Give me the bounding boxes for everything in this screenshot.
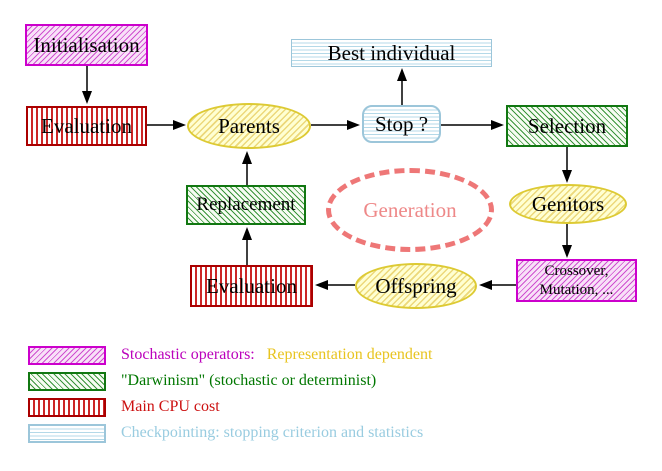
node-initialisation-label: Initialisation (33, 32, 140, 57)
legend-row-cpu: Main CPU cost (28, 397, 220, 417)
node-genitors-label: Genitors (531, 191, 605, 216)
node-genitors: Genitors (509, 184, 627, 224)
arrow-replacement-to-parents (242, 151, 252, 185)
legend-label-darwinism: "Darwinism" (stochastic or determinist) (121, 372, 377, 389)
node-parents-label: Parents (218, 113, 280, 138)
node-evaluation-top-label: Evaluation (41, 113, 132, 138)
node-replacement-label: Replacement (196, 194, 296, 216)
node-evaluation-bottom: Evaluation (190, 265, 313, 307)
crossover-line2: Mutation, ... (539, 281, 614, 298)
node-evaluation-bottom-label: Evaluation (206, 273, 297, 298)
node-evaluation-top: Evaluation (26, 106, 147, 146)
legend-row-stochastic: Stochastic operators: Representation dep… (28, 345, 432, 365)
arrow-offspring-to-evaluation (315, 280, 355, 290)
arrow-evaluation-to-parents (147, 120, 186, 130)
legend-swatch-checkpointing (28, 423, 106, 443)
node-offspring: Offspring (355, 263, 477, 309)
generation-label: Generation (363, 197, 457, 222)
arrow-parents-to-stop (311, 120, 360, 130)
node-stop: Stop ? (362, 105, 441, 143)
node-crossover-mutation: Crossover, Mutation, ... (516, 259, 637, 302)
node-selection-label: Selection (527, 113, 607, 138)
node-crossover-mutation-label: Crossover, Mutation, ... (540, 262, 614, 300)
legend-label-cpu: Main CPU cost (121, 398, 220, 415)
legend-label-representation: Representation dependent (266, 346, 433, 363)
legend-swatch-cpu (28, 397, 106, 417)
node-parents: Parents (187, 103, 311, 149)
node-selection: Selection (506, 105, 628, 147)
legend-label-checkpointing: Checkpointing: stopping criterion and st… (121, 424, 424, 441)
node-best-individual-label: Best individual (327, 40, 456, 65)
crossover-line1: Crossover, (544, 262, 609, 279)
node-best-individual: Best individual (291, 39, 492, 67)
node-offspring-label: Offspring (375, 273, 457, 298)
arrow-stop-to-best-individual (397, 68, 407, 105)
arrow-stop-to-selection (441, 120, 504, 130)
arrow-crossover-to-offspring (479, 280, 516, 290)
legend-row-darwinism: "Darwinism" (stochastic or determinist) (28, 371, 376, 391)
node-replacement: Replacement (186, 185, 306, 225)
legend-row-checkpointing: Checkpointing: stopping criterion and st… (28, 423, 423, 443)
arrow-evaluation-to-replacement (242, 227, 252, 265)
legend-swatch-stochastic (28, 345, 106, 365)
generation-loop-ellipse: Generation (326, 168, 494, 252)
arrow-selection-to-genitors (562, 147, 572, 183)
legend-label-stochastic: Stochastic operators: (121, 346, 255, 363)
arrow-initialisation-to-evaluation (82, 66, 92, 104)
legend-swatch-darwinism (28, 371, 106, 391)
arrow-genitors-to-crossover (562, 224, 572, 258)
node-initialisation: Initialisation (25, 24, 148, 66)
node-stop-label: Stop ? (374, 111, 429, 136)
